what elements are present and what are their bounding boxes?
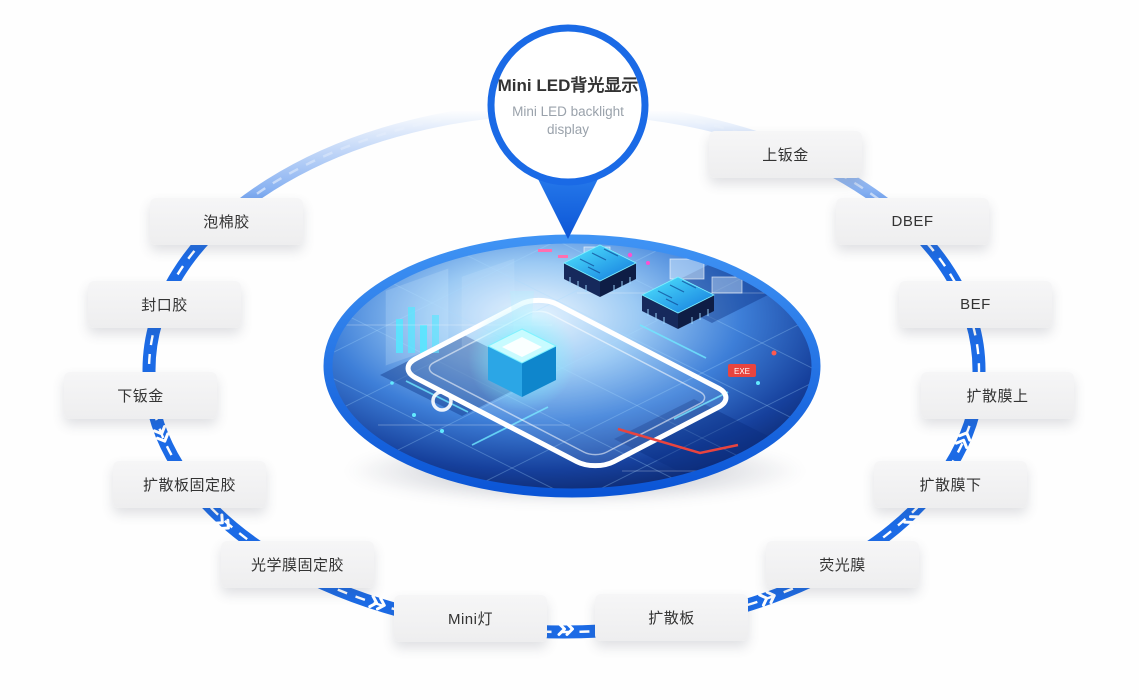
glow-cube (468, 291, 576, 411)
ellipse-ring (323, 234, 821, 498)
step-label: 荧光膜 (766, 541, 919, 588)
circuit-traces (405, 324, 729, 446)
pin-circle (487, 24, 649, 186)
center-pin: Mini LED背光显示 Mini LED backlight display (468, 15, 668, 245)
red-accents: EXE (538, 249, 777, 455)
step-label: 光学膜固定胶 (221, 541, 374, 588)
accent-label: EXE (734, 367, 750, 376)
step-label: 扩散板固定胶 (113, 461, 266, 508)
step-label: 扩散膜上 (921, 372, 1074, 419)
step-label: BEF (899, 281, 1052, 328)
cyan-dots (390, 381, 760, 433)
step-label: 上钣金 (709, 131, 862, 178)
step-label: Mini灯 (394, 595, 547, 642)
step-label: 下钣金 (64, 372, 217, 419)
step-label: 泡棉胶 (150, 198, 303, 245)
step-label: 扩散膜下 (874, 461, 1027, 508)
step-label: 封口胶 (88, 281, 241, 328)
phone-button-ring (431, 390, 453, 412)
step-label: DBEF (836, 198, 989, 245)
center-illustration: EXE (323, 234, 821, 498)
step-label: 扩散板 (595, 594, 748, 641)
